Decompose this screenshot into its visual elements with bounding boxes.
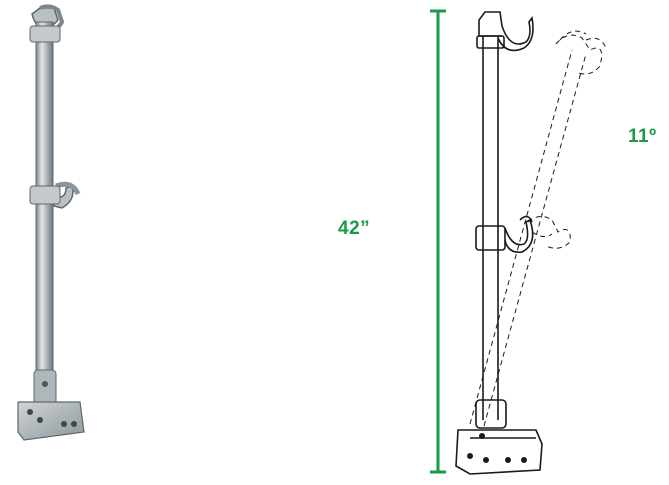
height-label: 42”	[338, 218, 371, 239]
drawing-base	[455, 429, 543, 475]
drawing-top-hook	[478, 11, 534, 52]
height-dimension-line	[430, 9, 446, 474]
photo-base	[17, 401, 85, 441]
drawing-middle-hook	[504, 218, 534, 254]
photo-pipe	[35, 21, 54, 401]
drawing-base-bolts	[467, 433, 527, 463]
stanchion-tilted-outline	[469, 30, 607, 427]
stanchion-photo	[17, 4, 85, 441]
tilt-angle-label: 11º	[628, 126, 657, 147]
stanchion-line-drawing	[455, 11, 543, 475]
